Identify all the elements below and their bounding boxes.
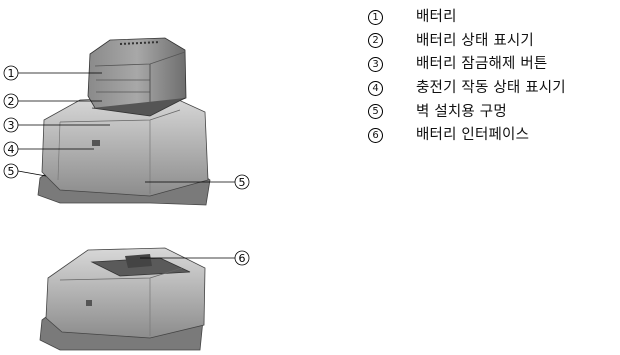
callout-3: 3 bbox=[8, 119, 15, 132]
legend-number: 3 bbox=[368, 56, 383, 72]
legend-item: 1 배터리 bbox=[368, 4, 566, 28]
legend-label: 벽 설치용 구멍 bbox=[416, 103, 507, 120]
legend-number: 5 bbox=[368, 104, 383, 120]
legend-label: 배터리 잠금해제 버튼 bbox=[416, 56, 548, 73]
legend-item: 2 배터리 상태 표시기 bbox=[368, 28, 566, 52]
legend-item: 4 충전기 작동 상태 표시기 bbox=[368, 75, 566, 99]
legend-number: 2 bbox=[368, 33, 383, 49]
legend-label: 배터리 인터페이스 bbox=[416, 127, 530, 144]
callout-5-left: 5 bbox=[8, 165, 15, 178]
callout-5-right: 5 bbox=[239, 176, 246, 189]
legend-item: 6 배터리 인터페이스 bbox=[368, 122, 566, 146]
callout-2: 2 bbox=[8, 95, 15, 108]
callout-4: 4 bbox=[8, 143, 15, 156]
legend-label: 충전기 작동 상태 표시기 bbox=[416, 80, 566, 97]
callout-1: 1 bbox=[8, 67, 15, 80]
legend-number: 6 bbox=[368, 127, 383, 143]
legend-item: 3 배터리 잠금해제 버튼 bbox=[368, 51, 566, 75]
legend-number: 4 bbox=[368, 80, 383, 96]
legend-label: 배터리 상태 표시기 bbox=[416, 32, 534, 49]
callout-6: 6 bbox=[239, 252, 246, 265]
legend-number: 1 bbox=[368, 9, 383, 25]
legend-label: 배터리 bbox=[416, 9, 457, 26]
parts-legend: 1 배터리 2 배터리 상태 표시기 3 배터리 잠금해제 버튼 4 충전기 작… bbox=[368, 4, 566, 146]
legend-item: 5 벽 설치용 구멍 bbox=[368, 98, 566, 122]
